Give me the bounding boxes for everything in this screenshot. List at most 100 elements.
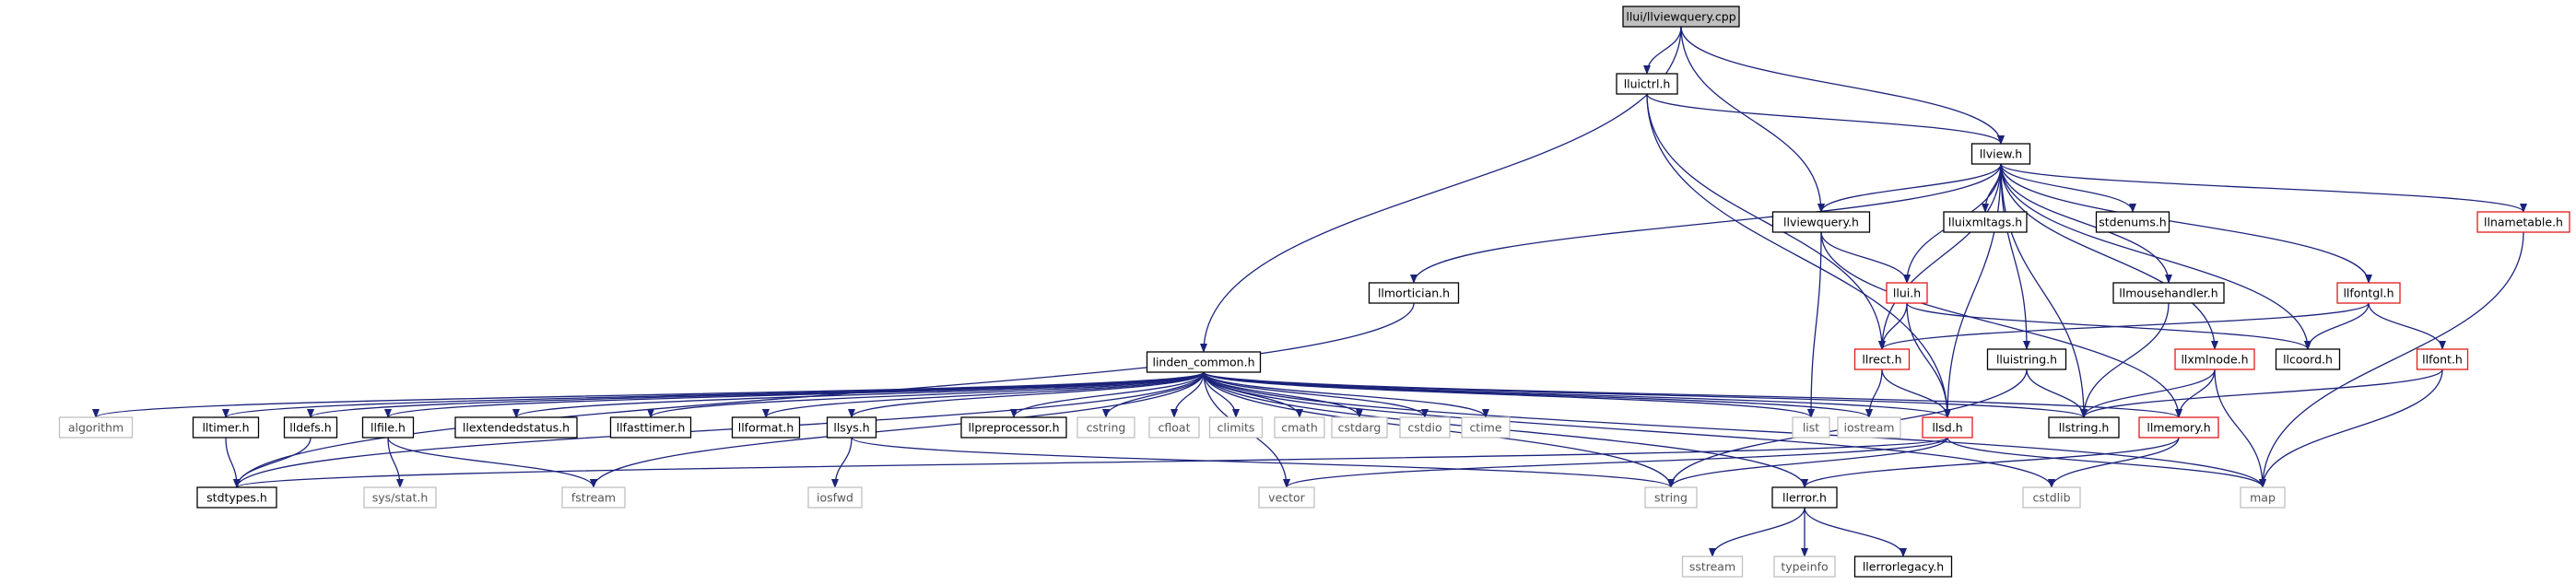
edge-llrect-to-iostream	[1865, 369, 1883, 418]
edge-llfont-to-map	[2259, 369, 2443, 488]
edge-llsd-to-string	[1667, 437, 1948, 488]
node-llrect[interactable]: llrect.h	[1853, 348, 1911, 370]
node-label: llsys.h	[833, 421, 869, 435]
node-lluictrl[interactable]: lluictrl.h	[1616, 73, 1678, 95]
edge-lluictrl-to-llsd	[1646, 93, 1951, 418]
node-llfont[interactable]: llfont.h	[2416, 348, 2469, 370]
node-llfasttimer[interactable]: llfasttimer.h	[609, 416, 692, 439]
node-llpreprocessor[interactable]: llpreprocessor.h	[960, 416, 1067, 439]
node-llmousehandler[interactable]: llmousehandler.h	[2112, 282, 2225, 304]
node-lluistring[interactable]: lluistring.h	[1986, 348, 2067, 370]
node-llextendedstatus[interactable]: llextendedstatus.h	[454, 416, 578, 439]
node-lluixmltags[interactable]: lluixmltags.h	[1943, 211, 2028, 233]
edge-llsys-to-iosfwd	[831, 437, 853, 488]
node-llui[interactable]: llui.h	[1886, 282, 1928, 304]
edge-llfile-to-sysstat	[387, 437, 404, 488]
node-label: stdtypes.h	[206, 491, 267, 505]
node-llnametable[interactable]: llnametable.h	[2476, 211, 2570, 233]
node-stdtypes[interactable]: stdtypes.h	[196, 486, 277, 509]
node-llviewquery-cpp[interactable]: llui/llviewquery.cpp	[1622, 6, 1740, 28]
node-label: llfasttimer.h	[617, 421, 686, 435]
node-map: map	[2240, 486, 2286, 509]
node-llstring[interactable]: llstring.h	[2048, 416, 2120, 439]
node-llerror[interactable]: llerror.h	[1771, 486, 1838, 509]
node-box	[1644, 486, 1698, 509]
edge-llview-to-llfontgl	[2000, 163, 2372, 284]
node-box	[1943, 211, 2028, 233]
edge-linden-common-to-cfloat	[1170, 371, 1205, 418]
node-label: linden_common.h	[1152, 356, 1254, 369]
node-label: cfloat	[1159, 421, 1191, 435]
edge-llview-to-llviewquery-h	[1817, 163, 2002, 213]
node-label: stdenums.h	[2099, 216, 2166, 229]
node-llfontgl[interactable]: llfontgl.h	[2336, 282, 2401, 304]
node-label: ctime	[1469, 421, 1501, 435]
node-llsd[interactable]: llsd.h	[1922, 416, 1973, 439]
node-label: cstdio	[1407, 421, 1441, 435]
edge-llfontgl-to-llcoord	[2304, 302, 2370, 350]
node-label: lluistring.h	[1996, 353, 2057, 367]
node-llcoord[interactable]: llcoord.h	[2275, 348, 2341, 370]
node-box	[1771, 211, 1871, 233]
node-box	[2112, 282, 2225, 304]
edge-llviewquery-cpp-to-llview	[1680, 26, 2005, 145]
node-box	[1258, 486, 1315, 509]
node-box	[192, 416, 260, 439]
edge-llnametable-to-map	[2259, 231, 2524, 488]
edge-llview-to-lluistring	[2000, 163, 2030, 350]
edge-llmortician-to-stdtypes	[233, 302, 1415, 488]
node-lldefs[interactable]: lldefs.h	[283, 416, 338, 439]
node-box	[1208, 416, 1264, 439]
node-llview[interactable]: llview.h	[1970, 143, 2031, 165]
node-label: algorithm	[68, 421, 124, 435]
node-label: vector	[1268, 491, 1306, 505]
node-box	[1148, 416, 1200, 439]
node-box	[2476, 211, 2570, 233]
edge-llfontgl-to-llrect	[1878, 302, 2370, 350]
node-llfile[interactable]: llfile.h	[361, 416, 415, 439]
edge-linden-common-to-fstream	[590, 371, 1205, 488]
node-ctime: ctime	[1461, 416, 1511, 439]
node-llformat[interactable]: llformat.h	[731, 416, 801, 439]
node-label: cmath	[1281, 421, 1318, 435]
node-stdenums[interactable]: stdenums.h	[2095, 211, 2170, 233]
edge-linden-common-to-llfasttimer	[647, 371, 1205, 418]
node-box	[731, 416, 801, 439]
node-label: lldefs.h	[289, 421, 331, 435]
node-string: string	[1644, 486, 1698, 509]
node-llerrorlegacy[interactable]: llerrorlegacy.h	[1853, 556, 1953, 578]
node-linden-common[interactable]: linden_common.h	[1146, 351, 1262, 373]
node-label: llui.h	[1893, 287, 1921, 300]
edge-linden-common-to-llfile	[384, 371, 1205, 418]
edge-llfontgl-to-llfont	[2368, 302, 2446, 350]
node-label: llview.h	[1980, 147, 2022, 161]
edge-linden-common-to-cstdlib	[1203, 371, 2055, 488]
edge-lluictrl-to-llrect	[1646, 93, 1886, 350]
node-llsys[interactable]: llsys.h	[826, 416, 877, 439]
node-cstring: cstring	[1076, 416, 1135, 439]
node-llviewquery-h[interactable]: llviewquery.h	[1771, 211, 1871, 233]
edge-llview-to-llmortician	[1410, 163, 2002, 284]
node-label: llsd.h	[1932, 421, 1962, 435]
node-box	[58, 416, 134, 439]
nodes-layer: llui/llviewquery.cpp lluictrl.h llview.h li…	[58, 6, 2570, 578]
edge-lluistring-to-llstring	[2026, 369, 2088, 418]
node-box	[960, 416, 1067, 439]
edge-llxmlnode-to-llstring	[2080, 369, 2216, 418]
node-llmemory[interactable]: llmemory.h	[2138, 416, 2219, 439]
node-lltimer[interactable]: lltimer.h	[192, 416, 260, 439]
edge-llsd-to-stdtypes	[233, 437, 1948, 488]
node-label: llstring.h	[2059, 421, 2110, 435]
node-box	[807, 486, 863, 509]
node-label: iosfwd	[817, 491, 853, 505]
node-llmortician[interactable]: llmortician.h	[1368, 282, 1460, 304]
node-llxmlnode[interactable]: llxmlnode.h	[2174, 348, 2255, 370]
node-label: llviewquery.h	[1783, 216, 1859, 229]
edge-linden-common-to-ctime	[1203, 371, 1489, 418]
edge-linden-common-to-llsd	[1203, 371, 1951, 418]
edge-llxmlnode-to-map	[2214, 369, 2266, 488]
node-box	[283, 416, 338, 439]
node-box	[609, 416, 692, 439]
node-box	[1146, 351, 1262, 373]
node-box	[2275, 348, 2341, 370]
